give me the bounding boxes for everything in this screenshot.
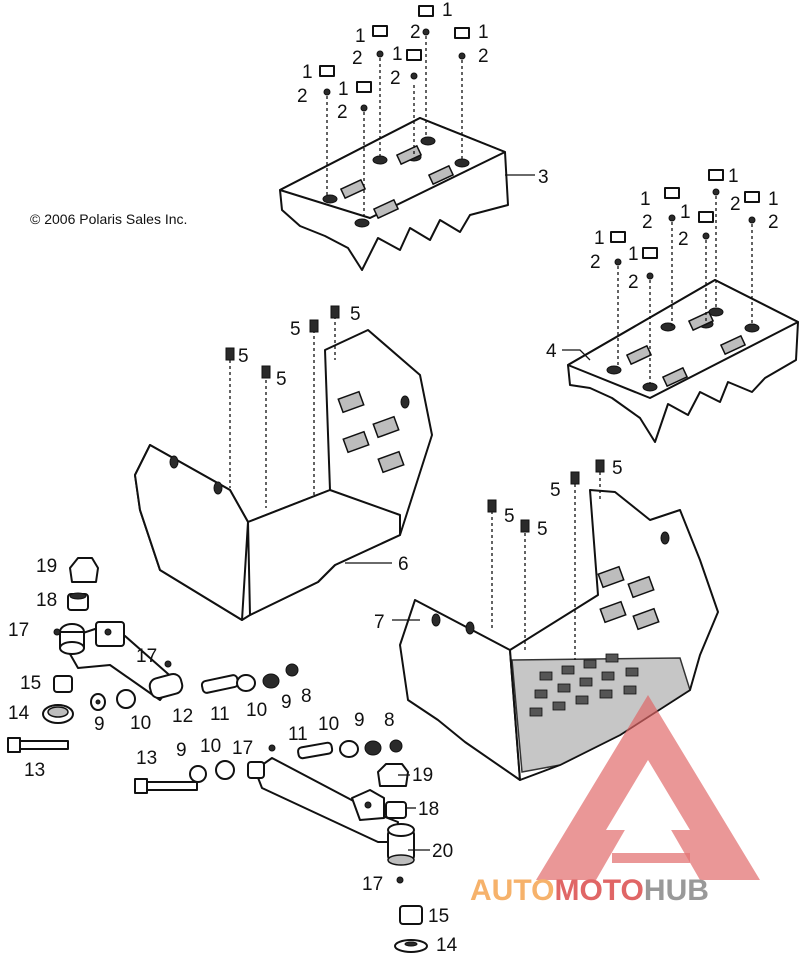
footrest-plate-3 — [279, 117, 509, 271]
callout-8: 8 — [301, 686, 312, 707]
callout-5: 5 — [290, 319, 301, 340]
callout-3: 3 — [538, 167, 549, 188]
callout-labels: 1 2 1 2 1 2 1 2 1 2 1 2 3 1 2 1 2 1 2 1 … — [8, 0, 779, 953]
callout-2: 2 — [678, 229, 689, 250]
callout-1: 1 — [338, 79, 349, 100]
callout-1: 1 — [594, 228, 605, 249]
callout-1: 1 — [640, 189, 651, 210]
callout-1: 1 — [478, 22, 489, 43]
watermark-moto: MOTO — [554, 874, 643, 907]
callout-5: 5 — [537, 519, 548, 540]
callout-12: 12 — [172, 706, 193, 727]
callout-11: 11 — [210, 704, 230, 725]
callout-2: 2 — [297, 86, 308, 107]
callout-9: 9 — [176, 740, 187, 761]
callout-10: 10 — [130, 713, 151, 734]
callout-2: 2 — [642, 212, 653, 233]
callout-2: 2 — [390, 68, 401, 89]
callout-20: 20 — [432, 841, 453, 862]
callout-19: 19 — [412, 765, 433, 786]
callout-10: 10 — [246, 700, 267, 721]
callout-17: 17 — [362, 874, 383, 895]
callout-1: 1 — [768, 189, 779, 210]
callout-2: 2 — [628, 272, 639, 293]
callout-15: 15 — [20, 673, 41, 694]
fasteners-plate4 — [610, 169, 760, 384]
callout-19: 19 — [36, 556, 57, 577]
callout-18: 18 — [418, 799, 439, 820]
fasteners-5 — [225, 305, 605, 660]
copyright-text: © 2006 Polaris Sales Inc. — [30, 211, 187, 227]
callout-1: 1 — [680, 202, 691, 223]
hardware — [7, 557, 428, 953]
callout-2: 2 — [478, 46, 489, 67]
watermark-logo — [536, 695, 760, 880]
callout-2: 2 — [730, 194, 741, 215]
callout-13: 13 — [24, 760, 45, 781]
callout-5: 5 — [612, 458, 623, 479]
callout-2: 2 — [352, 48, 363, 69]
callout-9: 9 — [354, 710, 365, 731]
callout-11: 11 — [288, 724, 308, 745]
svg-text:AUTOMOTOHUB: AUTOMOTOHUB — [470, 874, 709, 907]
callout-2: 2 — [590, 252, 601, 273]
floorboard-6 — [134, 329, 433, 621]
leader-lines — [345, 174, 591, 851]
callout-13: 13 — [136, 748, 157, 769]
callout-1: 1 — [628, 244, 639, 265]
watermark-text: AUTOMOTOHUB — [470, 874, 709, 907]
callout-18: 18 — [36, 590, 57, 611]
callout-7: 7 — [374, 612, 385, 633]
callout-5: 5 — [504, 506, 515, 527]
callout-2: 2 — [337, 102, 348, 123]
callout-2: 2 — [768, 212, 779, 233]
fasteners-upper — [319, 5, 470, 218]
callout-17: 17 — [232, 738, 253, 759]
footrest-plate-4 — [567, 279, 799, 443]
callout-17: 17 — [8, 620, 29, 641]
swing-arm-12 — [59, 621, 184, 701]
callout-9: 9 — [94, 714, 105, 735]
callout-2: 2 — [410, 22, 421, 43]
callout-15: 15 — [428, 906, 449, 927]
callout-6: 6 — [398, 554, 409, 575]
callout-1: 1 — [302, 62, 313, 83]
callout-1: 1 — [355, 26, 366, 47]
callout-5: 5 — [238, 346, 249, 367]
callout-17: 17 — [136, 646, 157, 667]
callout-1: 1 — [728, 166, 739, 187]
callout-1: 1 — [442, 0, 453, 21]
callout-8: 8 — [384, 710, 395, 731]
callout-14: 14 — [8, 703, 30, 724]
watermark-hub: HUB — [644, 874, 709, 907]
callout-10: 10 — [318, 714, 339, 735]
callout-5: 5 — [350, 304, 361, 325]
callout-5: 5 — [550, 480, 561, 501]
watermark-auto: AUTO — [470, 874, 554, 907]
callout-4: 4 — [546, 341, 557, 362]
floorboard-7 — [399, 489, 719, 781]
callout-10: 10 — [200, 736, 221, 757]
callout-14: 14 — [436, 935, 458, 953]
callout-9: 9 — [281, 692, 292, 713]
callout-1: 1 — [392, 44, 403, 65]
swing-arm-20 — [254, 757, 415, 866]
callout-5: 5 — [276, 369, 287, 390]
